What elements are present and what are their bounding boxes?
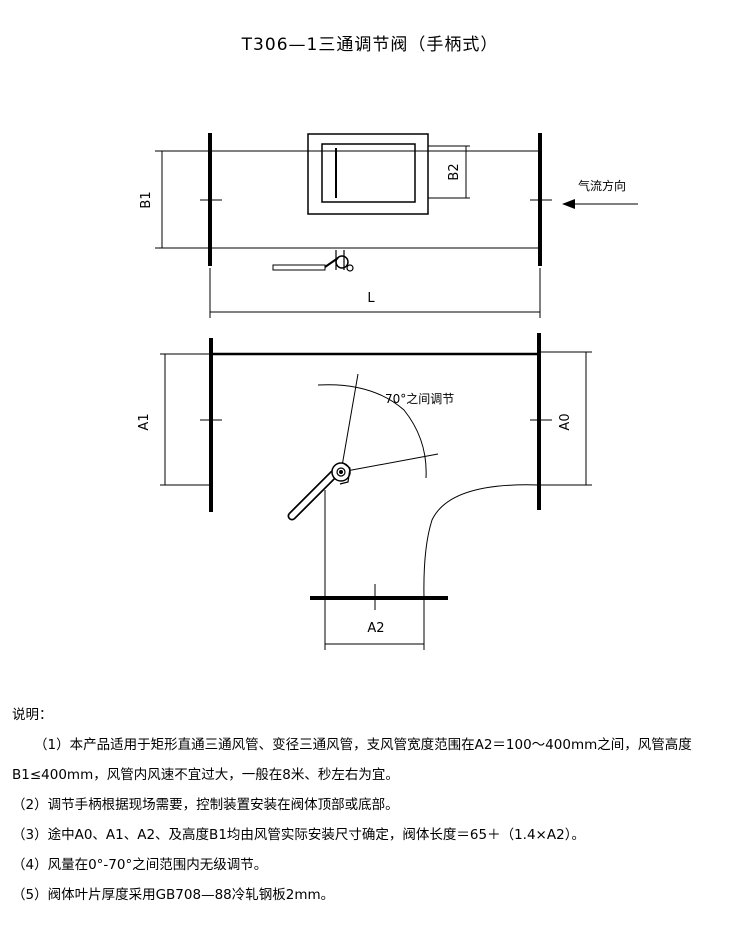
label-a2: A2 [367, 621, 384, 636]
handle-top-view [272, 250, 354, 272]
label-b1: B1 [139, 191, 154, 208]
drawing-title: T306—1三通调节阀（手柄式） [241, 35, 499, 55]
label-a0: A0 [558, 413, 573, 430]
label-b2: B2 [447, 163, 462, 180]
note-item-2: （2）调节手柄根据现场需要，控制装置安装在阀体顶部或底部。 [12, 797, 399, 813]
angle-arc [317, 384, 427, 479]
label-a1: A1 [137, 413, 152, 430]
label-angle: 70°之间调节 [385, 392, 454, 406]
note-item-1: （1）本产品适用于矩形直通三通风管、变径三通风管，支风管宽度范围在A2＝100～… [12, 737, 692, 783]
branch-port-outer [307, 133, 429, 215]
label-airflow: 气流方向 [578, 178, 626, 193]
angle-line-lower [340, 453, 439, 473]
angle-line-upper [340, 373, 359, 473]
notes-heading: 说明： [12, 707, 53, 723]
note-item-3: （3）途中A0、A1、A2、及高度B1均由风管实际安装尺寸确定，阀体长度＝65＋… [12, 827, 585, 843]
handle-front-view [287, 462, 351, 521]
label-l: L [367, 291, 375, 306]
note-item-4: （4）风量在0°-70°之间范围内无级调节。 [12, 857, 268, 873]
note-item-5: （5）阀体叶片厚度采用GB708—88冷轧钢板2mm。 [12, 887, 335, 903]
front-view [160, 333, 592, 650]
technical-drawing: B1 B2 气流方向 L [137, 133, 638, 650]
top-view [155, 133, 638, 318]
notes-section: 说明： （1）本产品适用于矩形直通三通风管、变径三通风管，支风管宽度范围在A2＝… [12, 700, 734, 910]
branch-curve [423, 484, 540, 599]
branch-port-inner [321, 143, 416, 203]
